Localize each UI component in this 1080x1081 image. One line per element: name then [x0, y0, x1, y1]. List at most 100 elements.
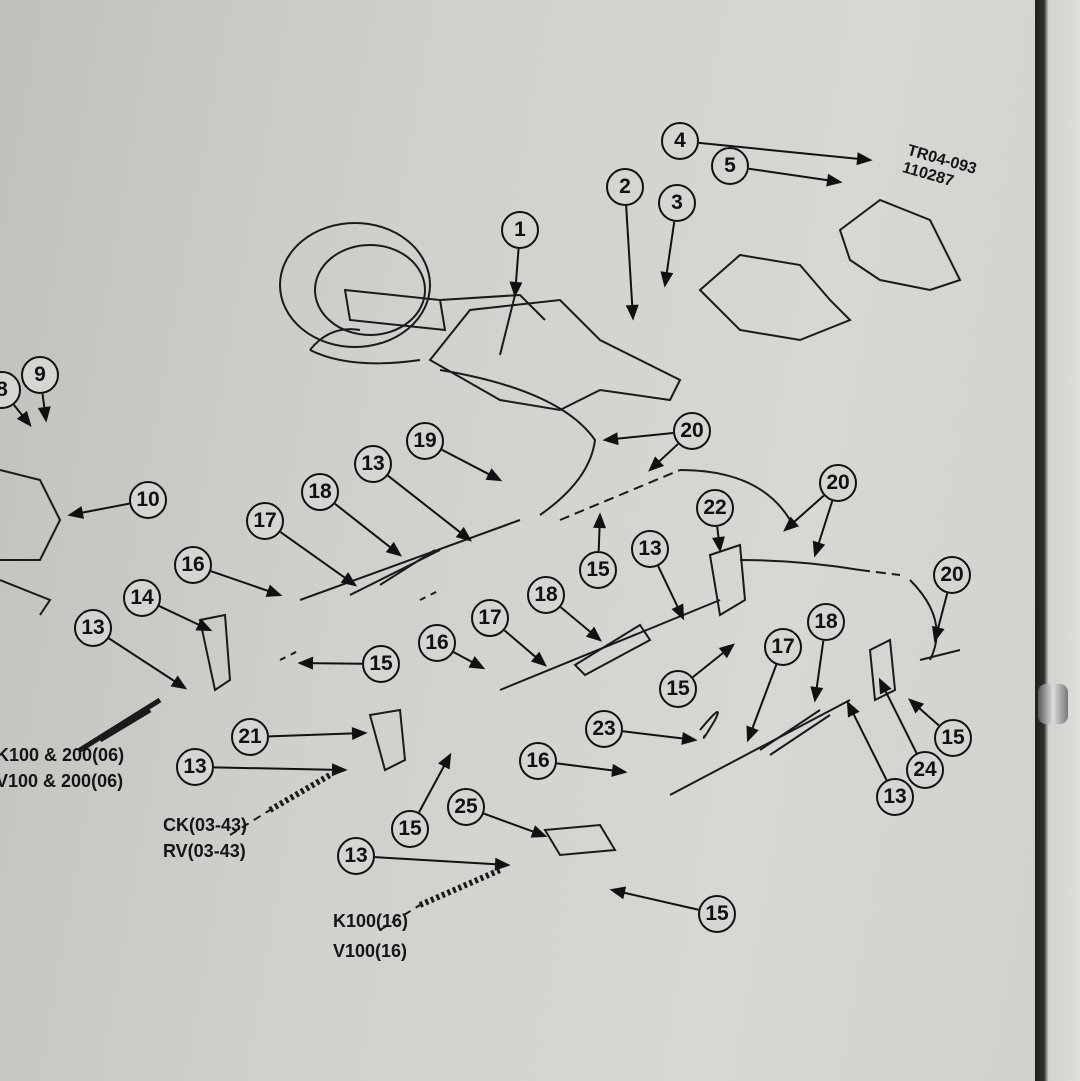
- cable-label-v-06: V100 & 200(06): [0, 771, 124, 791]
- leader-line: [815, 640, 825, 693]
- callout-13: 13: [631, 530, 669, 568]
- leader-arrowhead: [438, 752, 452, 770]
- leader-line: [559, 606, 595, 636]
- callout-15: 15: [391, 810, 429, 848]
- leader-line: [268, 732, 358, 738]
- leader-arrowhead: [455, 526, 473, 542]
- callout-20: 20: [819, 464, 857, 502]
- leader-arrowhead: [67, 506, 84, 519]
- leader-line: [749, 664, 778, 733]
- leader-line: [418, 761, 448, 813]
- callout-2: 2: [606, 168, 644, 206]
- callout-25: 25: [447, 788, 485, 826]
- leader-line: [77, 502, 130, 515]
- leader-arrowhead: [810, 686, 824, 703]
- leader-arrowhead: [746, 725, 759, 743]
- callout-1: 1: [501, 211, 539, 249]
- leader-arrowhead: [718, 643, 736, 659]
- front-cable: [439, 369, 597, 516]
- callout-14: 14: [123, 579, 161, 617]
- callout-13: 13: [337, 837, 375, 875]
- callout-20: 20: [933, 556, 971, 594]
- leader-line: [698, 141, 863, 161]
- leader-arrowhead: [468, 656, 486, 670]
- leader-arrowhead: [351, 726, 368, 740]
- leader-line: [665, 221, 676, 278]
- callout-15: 15: [698, 895, 736, 933]
- leader-line: [612, 431, 674, 441]
- leader-arrowhead: [908, 698, 925, 714]
- callout-9: 9: [21, 356, 59, 394]
- leader-line: [158, 605, 204, 628]
- leader-line: [657, 565, 681, 612]
- callout-17: 17: [471, 599, 509, 637]
- cable-label-k-16: K100(16): [333, 911, 409, 931]
- leader-line: [374, 856, 501, 866]
- leader-arrowhead: [265, 584, 283, 597]
- leader-line: [790, 494, 825, 526]
- leader-line: [483, 812, 538, 835]
- leader-line: [816, 500, 834, 548]
- equalizer-rod-3: [669, 699, 851, 796]
- leader-line: [556, 762, 618, 772]
- callout-16: 16: [519, 742, 557, 780]
- cable-label-v-16: V100(16): [333, 941, 408, 961]
- callout-16: 16: [174, 546, 212, 584]
- leader-arrowhead: [625, 304, 639, 321]
- cable-label-k-06: K100 & 200(06): [0, 745, 125, 765]
- leader-line: [503, 629, 540, 661]
- callout-17: 17: [764, 628, 802, 666]
- leader-line: [441, 448, 494, 478]
- leader-arrowhead: [660, 271, 674, 288]
- leader-line: [279, 531, 350, 582]
- leader-line: [307, 662, 363, 665]
- callout-13: 13: [176, 748, 214, 786]
- leader-line: [514, 248, 520, 288]
- leader-arrowhead: [681, 731, 698, 745]
- leader-arrowhead: [585, 626, 602, 642]
- leader-line: [213, 766, 338, 771]
- leader-arrowhead: [783, 516, 800, 532]
- leader-arrowhead: [671, 603, 685, 621]
- callout-4: 4: [661, 122, 699, 160]
- leader-arrowhead: [648, 456, 664, 472]
- callout-24: 24: [906, 751, 944, 789]
- callout-15: 15: [579, 551, 617, 589]
- callout-13: 13: [876, 778, 914, 816]
- leader-arrowhead: [331, 763, 348, 777]
- callout-10: 10: [129, 481, 167, 519]
- callout-18: 18: [807, 603, 845, 641]
- equalizer-rod-1: [299, 519, 521, 601]
- callout-13: 13: [74, 609, 112, 647]
- cable-label-ck: CK(03-43): [163, 815, 248, 835]
- leader-arrowhead: [856, 152, 873, 166]
- rear-axle-housing: [428, 298, 682, 412]
- callout-15: 15: [659, 670, 697, 708]
- leader-arrowhead: [385, 541, 403, 557]
- leader-arrowhead: [593, 512, 607, 529]
- callout-22: 22: [696, 489, 734, 527]
- leader-line: [936, 593, 949, 633]
- leader-arrowhead: [611, 763, 628, 777]
- leader-line: [622, 730, 688, 741]
- leader-arrowhead: [812, 540, 826, 558]
- leader-arrowhead: [846, 700, 860, 718]
- callout-23: 23: [585, 710, 623, 748]
- leader-arrowhead: [530, 825, 548, 838]
- callout-15: 15: [362, 645, 400, 683]
- leader-arrowhead: [609, 886, 627, 900]
- callout-16: 16: [418, 624, 456, 662]
- leader-line: [108, 637, 179, 685]
- transfer-case: [698, 253, 852, 342]
- leader-line: [655, 443, 679, 466]
- leader-line: [850, 709, 888, 781]
- leader-line: [210, 570, 273, 594]
- leader-arrowhead: [170, 675, 188, 690]
- leader-arrowhead: [530, 651, 547, 667]
- leader-line: [387, 474, 465, 536]
- leader-arrowhead: [509, 281, 523, 298]
- intermediate-cable: [739, 559, 861, 571]
- leader-arrowhead: [340, 572, 358, 587]
- cable-label-rv: RV(03-43): [163, 841, 246, 861]
